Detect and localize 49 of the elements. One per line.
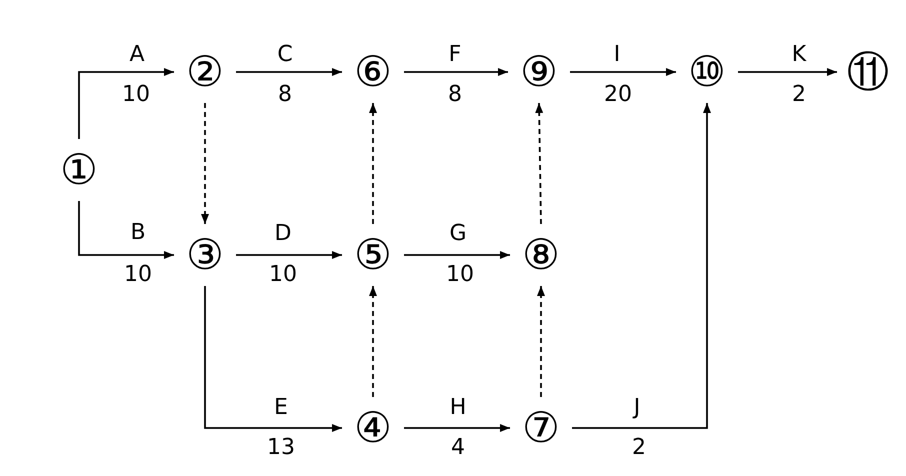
event-number-label: ⑧ — [521, 235, 561, 275]
duration-label: 20 — [604, 84, 632, 106]
dummy-arrow — [535, 102, 544, 224]
activity-label: C — [277, 44, 293, 66]
dummy-arrow — [369, 286, 377, 397]
activity-label: E — [274, 397, 288, 419]
duration-label: 10 — [124, 264, 152, 286]
event-number-label: ⑦ — [521, 408, 561, 448]
event-number-label: ⑤ — [353, 235, 393, 275]
arrow — [236, 251, 342, 259]
duration-label: 2 — [632, 437, 646, 459]
activity-label: H — [450, 397, 466, 419]
dummy-arrow — [369, 103, 377, 224]
arrow — [738, 68, 837, 76]
dummy-arrow — [201, 103, 209, 224]
arrow — [236, 68, 342, 76]
duration-label: 4 — [451, 437, 465, 459]
duration-label: 8 — [278, 84, 292, 106]
arrow — [204, 286, 342, 432]
activity-label: B — [130, 222, 146, 244]
arrow — [404, 251, 510, 259]
event-number-label: ⑪ — [848, 52, 888, 92]
activity-label: G — [449, 223, 467, 245]
activity-label: A — [129, 44, 145, 66]
duration-label: 13 — [267, 437, 295, 459]
activity-label: K — [792, 44, 806, 66]
arrow — [78, 201, 174, 259]
duration-label: 10 — [269, 264, 297, 286]
activity-label: D — [274, 223, 292, 245]
arrow — [78, 68, 174, 139]
duration-label: 2 — [792, 84, 806, 106]
event-number-label: ② — [185, 52, 225, 92]
activity-label: J — [634, 397, 640, 419]
activity-label: I — [614, 44, 620, 66]
dummy-arrow — [537, 286, 545, 397]
event-number-label: ⑩ — [687, 52, 727, 92]
arrow — [570, 68, 676, 76]
event-number-label: ⑥ — [353, 52, 393, 92]
duration-label: 10 — [122, 84, 150, 106]
arrow — [404, 424, 510, 432]
duration-label: 8 — [448, 84, 462, 106]
event-number-label: ③ — [185, 235, 225, 275]
event-number-label: ⑨ — [519, 52, 559, 92]
activity-label: F — [448, 44, 462, 66]
arrow — [572, 103, 711, 429]
event-number-label: ① — [59, 150, 99, 190]
arrow — [404, 68, 508, 76]
duration-label: 10 — [446, 264, 474, 286]
event-number-label: ④ — [353, 408, 393, 448]
